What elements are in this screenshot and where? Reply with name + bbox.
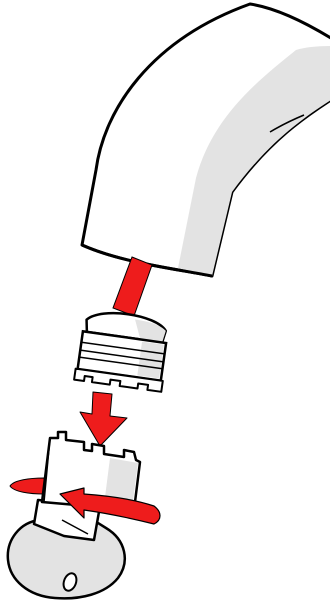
spout-shading [178,46,330,276]
rotation-arrow-icon [59,487,161,525]
spout-highlight [269,114,305,133]
faucet-spout [80,2,330,278]
key-hole [62,572,78,592]
aerator [73,311,168,393]
arrow-icon [79,391,128,447]
key-head-shade [104,458,138,508]
rotation-arrow-back [9,477,45,495]
aerator-notched-rim [73,367,164,393]
aerator-key [6,430,142,600]
aerator-cap-shade [135,319,166,343]
arrow-icon [112,256,153,317]
